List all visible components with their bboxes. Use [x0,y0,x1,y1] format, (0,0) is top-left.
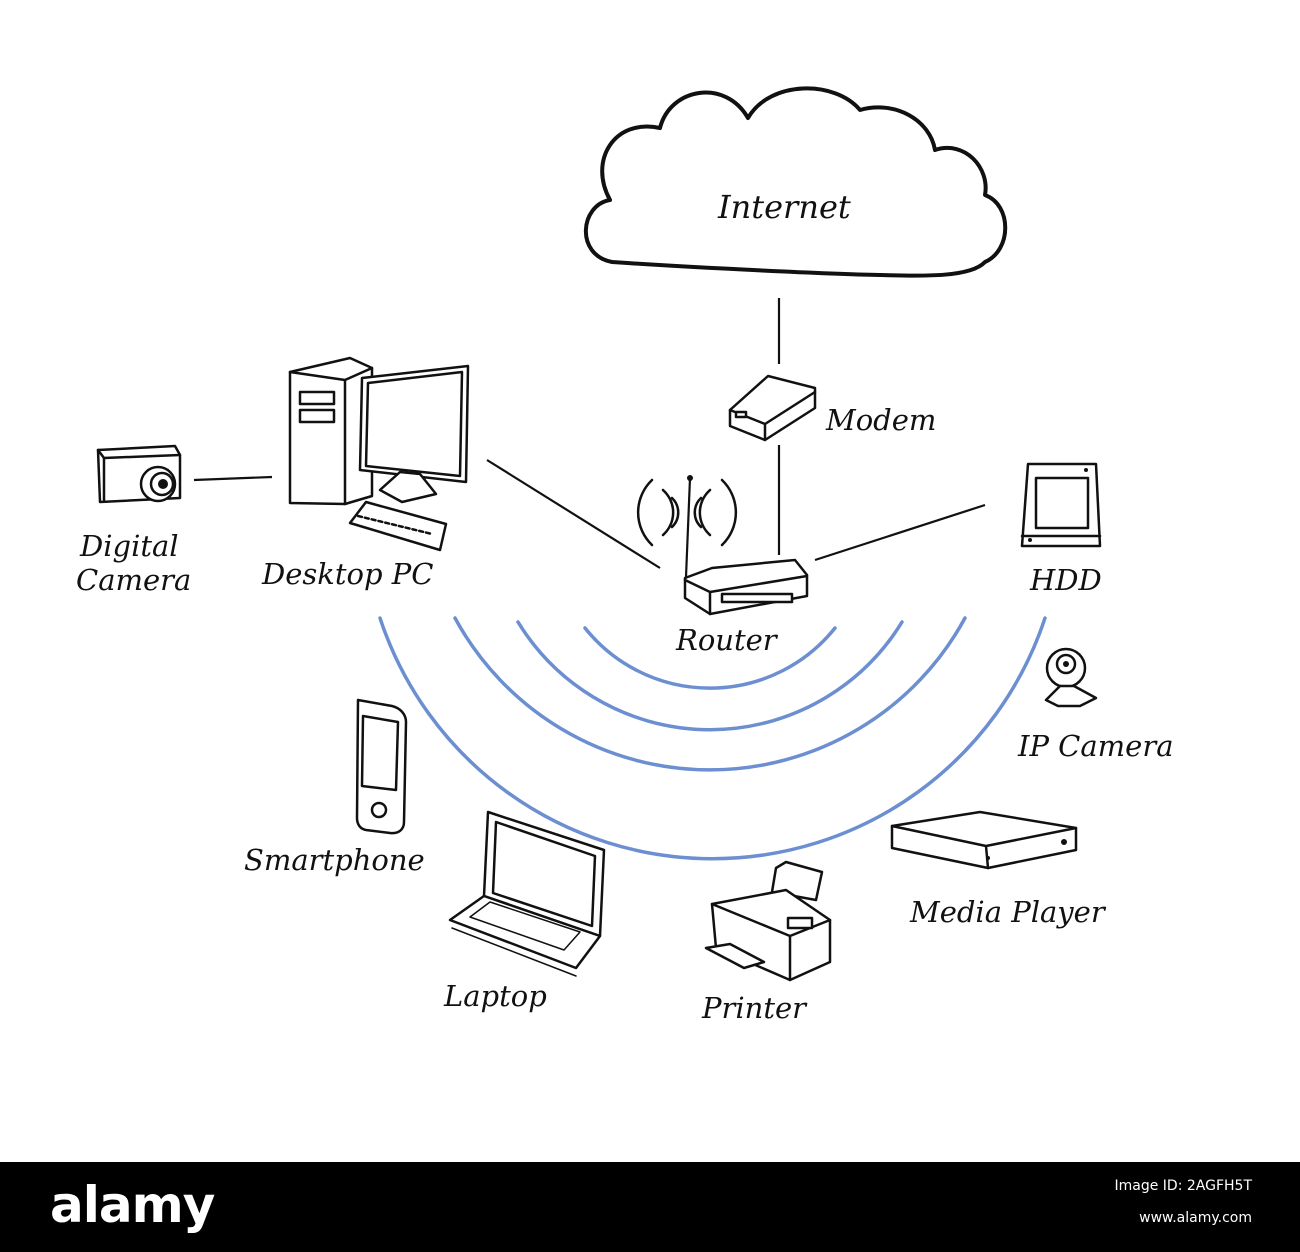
link-desktop-router [486,459,661,569]
hdd-label: HDD [1029,563,1102,597]
modem-label: Modem [825,403,936,437]
smartphone-label: Smartphone [244,843,425,877]
wifi-arc-4 [378,616,1047,861]
router-label: Router [675,623,779,657]
desktop-pc-icon [288,356,470,552]
wifi-arc-1 [583,626,837,690]
wifi-arc-3 [453,616,967,772]
link-camera-desktop [193,475,273,482]
ip-camera-label: IP Camera [1017,729,1173,763]
connection-lines [193,298,986,569]
internet-cloud-icon [583,86,1008,278]
laptop-label: Laptop [443,979,547,1013]
watermark-footer: alamy Image ID: 2AGFH5T www.alamy.com [0,1162,1300,1252]
digital-camera-label-line2: Camera [76,563,191,597]
wifi-arc-2 [516,620,904,732]
router-icon [636,475,809,616]
desktop-pc-label: Desktop PC [261,557,433,591]
link-hdd-router [814,503,986,562]
modem-icon [728,374,817,442]
wifi-signal-arcs [378,616,1047,861]
hdd-icon [1020,462,1102,548]
printer-icon [704,860,832,982]
digital-camera-icon [96,444,182,504]
media-player-label: Media Player [909,895,1107,929]
printer-label: Printer [701,991,808,1025]
alamy-logo: alamy [50,1176,215,1234]
network-diagram: Internet Modem Router Desktop PC [76,86,1173,1025]
image-id-text: Image ID: 2AGFH5T [1114,1178,1253,1194]
internet-label: Internet [717,188,851,226]
ip-camera-icon [1044,647,1098,708]
site-url-text: www.alamy.com [1139,1210,1252,1226]
digital-camera-label-line1: Digital [79,529,179,563]
laptop-icon [448,810,606,977]
media-player-icon [890,810,1078,870]
smartphone-icon [355,698,408,835]
